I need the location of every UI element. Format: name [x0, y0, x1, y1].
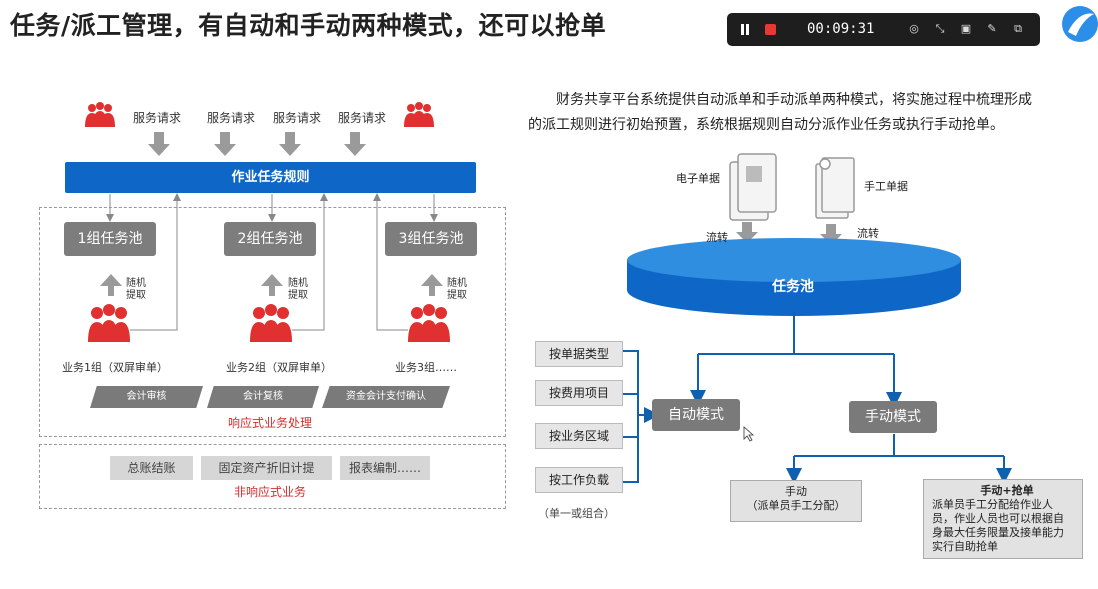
task-pool-1: 1组任务池: [64, 222, 156, 256]
cursor-icon: [743, 426, 755, 442]
flow-label: 流转: [857, 227, 879, 240]
service-request-label: 服务请求: [338, 111, 387, 125]
grab-order-box: 手动+抢单 派单员手工分配给作业人员，作业人员也可以根据自身最大任务限量及接单能…: [923, 479, 1083, 559]
process-tag: 会计复核: [207, 386, 319, 408]
recording-timer: 00:09:31: [807, 21, 875, 37]
shrink-icon[interactable]: ⤡: [935, 22, 945, 35]
responsive-label: 响应式业务处理: [228, 416, 313, 430]
left-connectors: [85, 102, 450, 342]
criteria-item: 按工作负载: [535, 467, 623, 493]
non-responsive-region: [39, 444, 506, 509]
criteria-item: 按业务区域: [535, 423, 623, 449]
right-connectors: [623, 153, 1012, 484]
window-icon[interactable]: ⧉: [1014, 22, 1022, 35]
responsive-region: [39, 207, 506, 437]
task-pool: 任务池: [772, 279, 814, 295]
random-fetch-label: 随机提取: [126, 278, 146, 301]
camera-icon[interactable]: ▣: [960, 22, 972, 35]
random-fetch-label: 随机提取: [447, 278, 467, 301]
criteria-item: 按单据类型: [535, 341, 623, 367]
auto-mode-box: 自动模式: [652, 399, 740, 431]
manual-assign-box: 手动 （派单员手工分配）: [730, 480, 862, 522]
document-icons: [729, 153, 855, 221]
task-pool-3: 3组任务池: [385, 222, 477, 256]
logo-icon: [1062, 6, 1098, 42]
recording-toolbar: 00:09:31 ◎ ⤡ ▣ ✎ ⧉: [727, 13, 1040, 46]
pen-icon[interactable]: ✎: [987, 22, 997, 35]
screenshot-icon[interactable]: ◎: [909, 22, 919, 35]
stop-icon[interactable]: [765, 24, 776, 35]
service-request-label: 服务请求: [133, 111, 182, 125]
task-pool-2: 2组任务池: [224, 222, 316, 256]
non-responsive-label: 非响应式业务: [234, 485, 307, 499]
pause-icon[interactable]: [741, 24, 744, 35]
criteria-item: 按费用项目: [535, 380, 623, 406]
manual-doc-label: 手工单据: [864, 180, 908, 193]
process-tag: 资金会计支付确认: [322, 386, 450, 408]
process-tag: 会计审核: [90, 386, 203, 408]
criteria-note: （单一或组合）: [538, 507, 615, 520]
random-fetch-label: 随机提取: [288, 278, 308, 301]
page-title: 任务/派工管理，有自动和手动两种模式，还可以抢单: [10, 11, 607, 40]
edoc-label: 电子单据: [676, 172, 720, 185]
service-request-label: 服务请求: [207, 111, 256, 125]
description-text: 财务共享平台系统提供自动派单和手动派单两种模式，将实施过程中梳理形成的派工规则进…: [528, 92, 1032, 133]
manual-mode-box: 手动模式: [849, 401, 937, 433]
non-responsive-item: 总账结账: [110, 456, 193, 480]
group-label: 业务3组……: [395, 361, 457, 374]
non-responsive-item: 报表编制……: [340, 456, 430, 480]
service-request-label: 服务请求: [273, 111, 322, 125]
non-responsive-item: 固定资产折旧计提: [201, 456, 332, 480]
group-label: 业务2组（双屏审单）: [226, 361, 332, 374]
group-label: 业务1组（双屏审单）: [62, 361, 168, 374]
people-icons: [85, 102, 450, 342]
flow-label: 流转: [706, 231, 728, 244]
task-rule-bar: 作业任务规则: [65, 162, 476, 193]
